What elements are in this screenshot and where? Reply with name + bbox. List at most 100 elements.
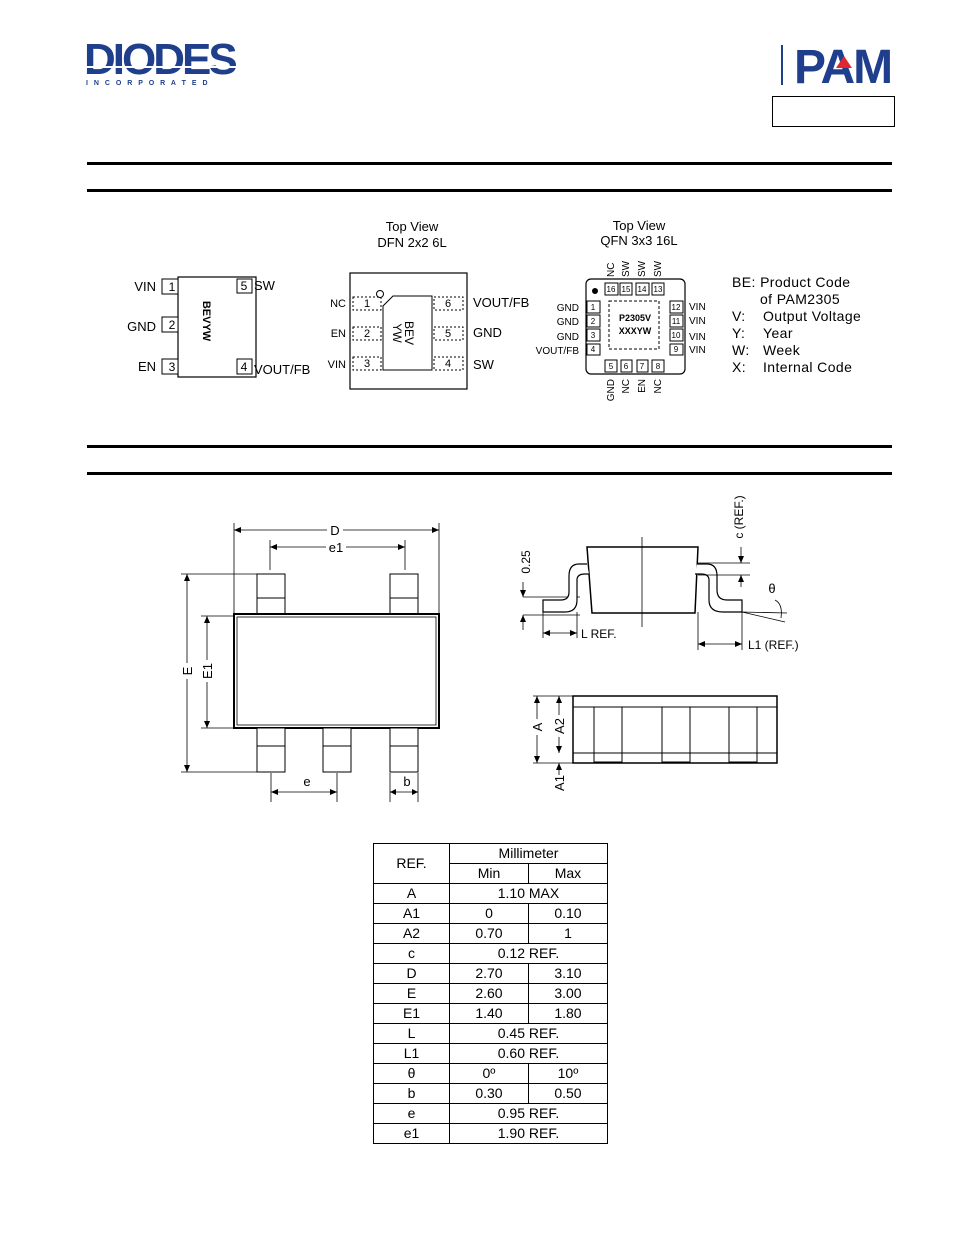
dim-label-D: D	[330, 523, 339, 538]
qfn-pin-label: VIN	[689, 302, 706, 313]
qfn-pin-num: 10	[672, 331, 681, 340]
pam-logo-bar	[781, 45, 783, 85]
sot-marking: BEVYW	[200, 301, 212, 342]
dfn-pin-num: 4	[445, 358, 451, 370]
diodes-logo-text: DIODES	[84, 38, 236, 84]
diodes-logo-subtext: I N C O R P O R A T E D	[86, 80, 210, 87]
qfn-pin-label: VIN	[689, 316, 706, 327]
qfn-pin-label: SW	[637, 260, 648, 277]
sot-pin-label: VOUT/FB	[254, 362, 310, 377]
dfn-subtitle: DFN 2x2 6L	[377, 235, 446, 250]
qfn-pin-num: 8	[656, 362, 661, 371]
legend-row: BE: Product Code	[732, 274, 851, 290]
qfn-pin-label: GND	[606, 379, 617, 401]
dfn-pin-label: NC	[330, 298, 346, 310]
table-header-max: Max	[527, 863, 609, 884]
marking-legend: BE: Product Code of PAM2305 V:Output Vol…	[732, 274, 861, 376]
dfn-exposed-pad	[382, 295, 433, 371]
legend-row: X:Internal Code	[732, 359, 853, 375]
qfn-pin-label: EN	[637, 379, 648, 393]
section-rule-mid-2	[87, 472, 892, 475]
dfn-pin-diagram: Top View DFN 2x2 6L 1 2 3 NC EN VIN 6 5 …	[328, 219, 529, 390]
dfn-pin-label: VIN	[328, 359, 346, 371]
sot-pin-num: 5	[241, 279, 248, 293]
pin1-dot	[592, 288, 598, 294]
qfn-pin-num: 9	[674, 345, 679, 354]
qfn-body	[585, 278, 686, 375]
qfn-pin-label: VOUT/FB	[536, 346, 580, 357]
qfn-pin-num: 3	[591, 331, 596, 340]
sot-pin-label: GND	[127, 319, 156, 334]
qfn-pin-diagram: Top View QFN 3x3 16L P2305V XXXYW 16 15 …	[536, 218, 706, 401]
qfn-pin-label: VIN	[689, 345, 706, 356]
qfn-title: Top View	[613, 218, 666, 233]
table-header-ref: REF.	[373, 843, 450, 884]
qfn-pin-label: NC	[621, 379, 632, 393]
sot-pin-num: 3	[169, 360, 176, 374]
table-header-min: Min	[449, 863, 529, 884]
dim-label-c-ref: c (REF.)	[732, 495, 746, 538]
dfn-title: Top View	[386, 219, 439, 234]
qfn-pin-label: NC	[653, 379, 664, 393]
dim-label-b: b	[403, 774, 410, 789]
legend-row: Y:Year	[732, 325, 793, 341]
dfn-marking: YW	[390, 323, 404, 343]
qfn-pin-label: GND	[557, 332, 579, 343]
qfn-pin-label: SW	[653, 260, 664, 277]
dim-label-e: e	[303, 774, 310, 789]
section-rule-top-1	[87, 162, 892, 165]
package-front-view: A A2 A1	[530, 695, 778, 791]
dim-label-A: A	[530, 722, 545, 731]
sot-pin-label: EN	[138, 359, 156, 374]
qfn-pin-num: 12	[672, 303, 681, 312]
dfn-marking: BEV	[402, 321, 416, 345]
part-code-box	[772, 96, 895, 127]
dim-label-A1: A1	[552, 775, 567, 791]
sot23-pin-diagram: 1 2 3 VIN GND EN 5 4 SW VOUT/FB BEVYW	[127, 276, 310, 378]
sot-pin-num: 2	[169, 318, 176, 332]
dfn-pin-num: 3	[364, 358, 370, 370]
section-rule-mid-1	[87, 445, 892, 448]
qfn-pin-label: VIN	[689, 332, 706, 343]
dim-label-L-ref: L REF.	[581, 627, 617, 641]
dim-label-E1: E1	[200, 663, 215, 679]
qfn-pin-label: NC	[606, 263, 617, 277]
dim-label-L1-ref: L1 (REF.)	[748, 638, 799, 652]
qfn-pin-num: 6	[624, 362, 629, 371]
qfn-pin-label: SW	[621, 260, 632, 277]
dfn-pin-label: EN	[331, 328, 346, 340]
legend-row: W:Week	[732, 342, 801, 358]
qfn-marking: XXXYW	[619, 326, 652, 336]
dfn-pin-label: SW	[473, 357, 495, 372]
dim-label-theta: θ	[768, 581, 775, 596]
qfn-pin-num: 1	[591, 303, 596, 312]
dfn-pin-num: 2	[364, 328, 370, 340]
sot-pin-label: SW	[254, 278, 276, 293]
qfn-pin-num: 16	[607, 285, 616, 294]
qfn-pin-num: 5	[609, 362, 614, 371]
package-top-view: D e1 E E1 e b	[180, 523, 440, 802]
package-side-view: 0.25 c (REF.) θ L REF. L1 (REF.)	[519, 495, 799, 652]
qfn-pin-num: 7	[640, 362, 645, 371]
dfn-pin-num: 6	[445, 298, 451, 310]
pin1-marker	[376, 290, 384, 298]
sot-pin-num: 4	[241, 360, 248, 374]
qfn-subtitle: QFN 3x3 16L	[600, 233, 677, 248]
dfn-pin-num: 1	[364, 298, 370, 310]
qfn-pin-num: 4	[591, 345, 596, 354]
qfn-pin-label: GND	[557, 303, 579, 314]
dim-label-e1: e1	[329, 540, 343, 555]
sot-pin-num: 1	[169, 280, 176, 294]
